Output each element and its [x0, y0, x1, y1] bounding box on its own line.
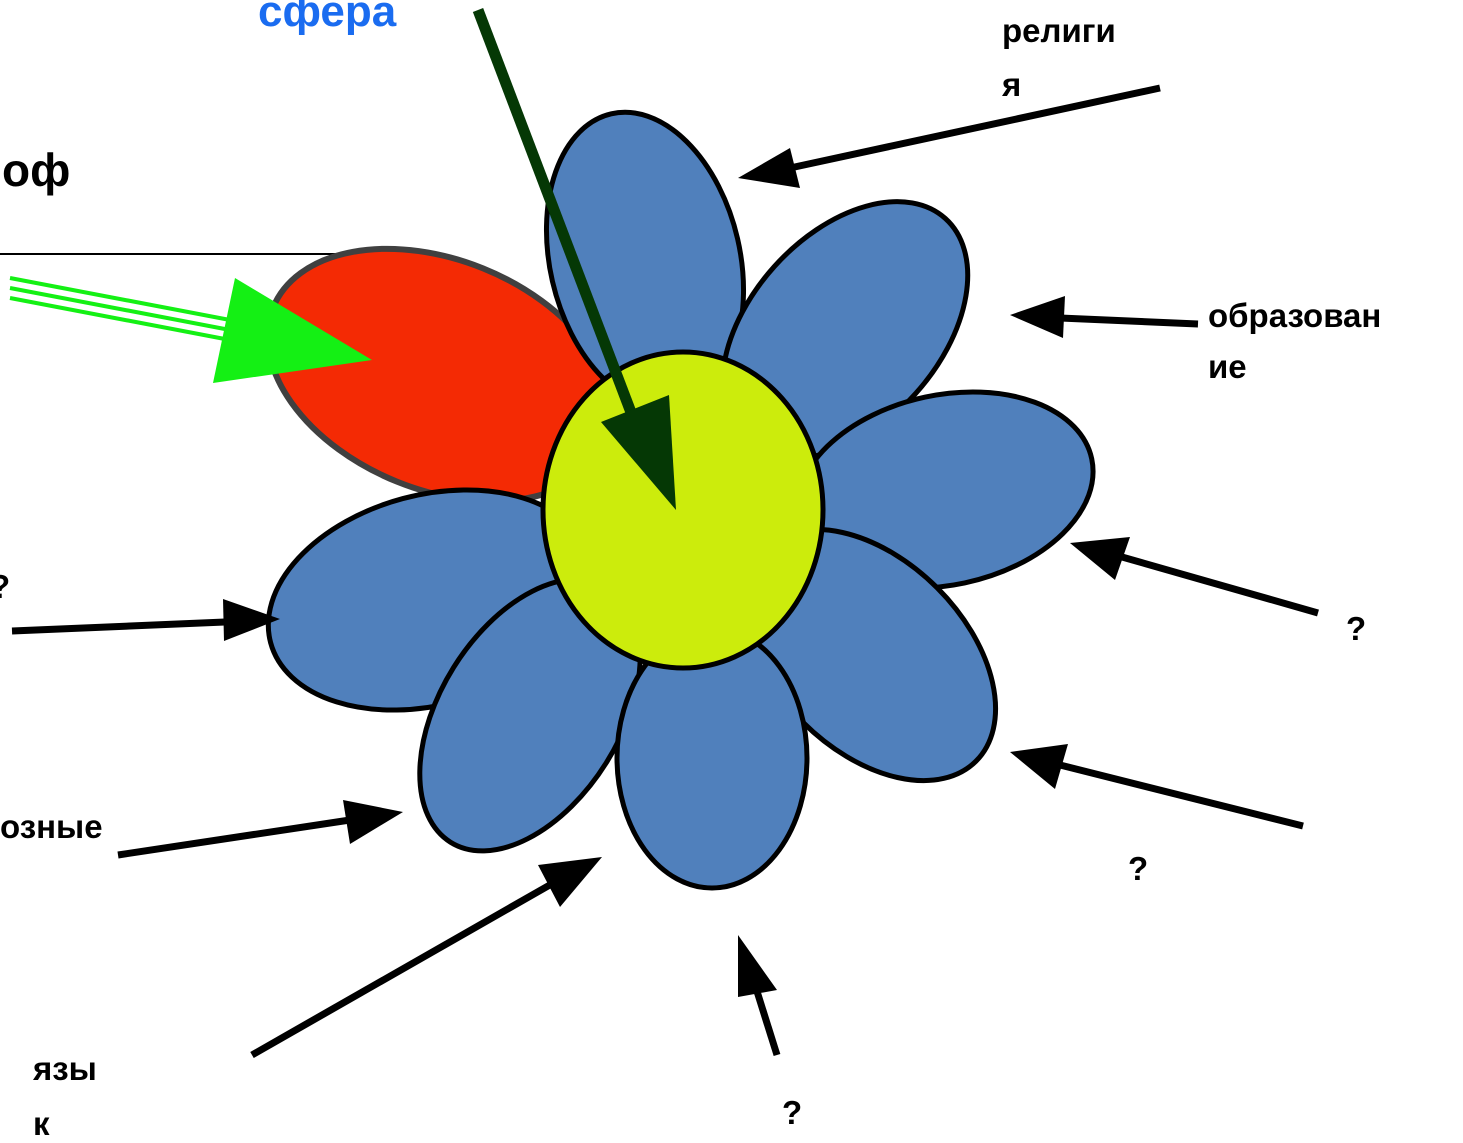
label-lower-right-question: ?: [1128, 850, 1148, 887]
label-bottom-question: ?: [782, 1094, 802, 1131]
arrow-education: [1010, 296, 1198, 338]
arrow-language: [252, 857, 602, 1055]
label-left-question-fragment: ?: [0, 568, 10, 605]
flower-center: [543, 352, 823, 668]
arrow-left-question: [12, 599, 280, 641]
label-sphere: сфера: [258, 0, 397, 36]
arrow-lower-right-question: [1010, 744, 1303, 826]
arrow-left-bottom: [118, 800, 403, 855]
label-religion-1: религи: [1002, 12, 1116, 49]
arrow-bottom-question: [738, 935, 777, 1055]
label-education-2: ие: [1208, 348, 1247, 385]
label-left-bottom-fragment: озные: [0, 808, 103, 845]
label-education-1: образован: [1208, 297, 1381, 334]
label-right-question: ?: [1346, 610, 1366, 647]
arrow-right-question: [1070, 537, 1318, 613]
label-language-1: язы: [32, 1050, 97, 1087]
label-top-left-fragment: оф: [2, 144, 70, 196]
label-language-2: к: [33, 1105, 50, 1142]
arrow-religion: [738, 88, 1160, 188]
label-religion-2: я: [1001, 66, 1021, 103]
